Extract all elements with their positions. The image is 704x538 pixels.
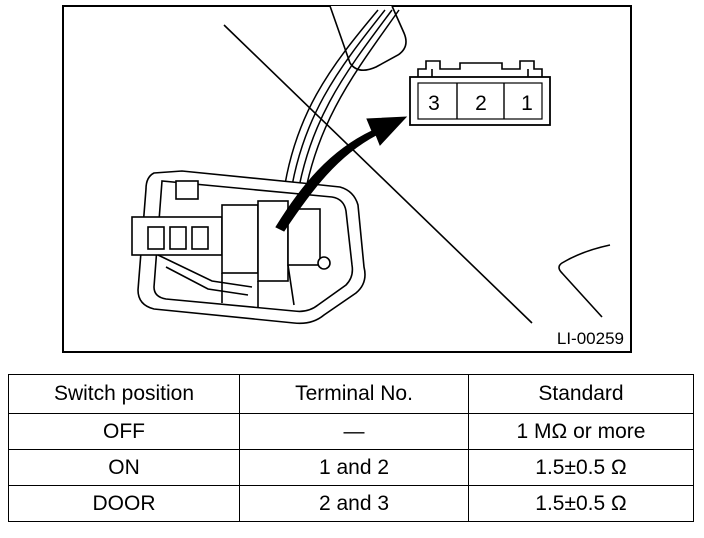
top-bracket: [329, 5, 407, 71]
header-standard: Standard: [468, 374, 694, 414]
cell-switch-position: DOOR: [8, 485, 240, 522]
wire-harness: [281, 9, 400, 206]
cell-standard: 1.5±0.5 Ω: [468, 449, 694, 486]
arrow-to-connector: [275, 116, 408, 232]
header-switch-position: Switch position: [8, 374, 240, 414]
cell-switch-position: OFF: [8, 413, 240, 450]
figure-code: LI-00259: [557, 329, 624, 348]
cell-standard: 1 MΩ or more: [468, 413, 694, 450]
switch-illustration: 3 2 1 LI-00259: [62, 5, 632, 353]
table-row: OFF — 1 MΩ or more: [8, 413, 694, 450]
header-terminal-no: Terminal No.: [239, 374, 469, 414]
table-row: DOOR 2 and 3 1.5±0.5 Ω: [8, 485, 694, 522]
cell-standard: 1.5±0.5 Ω: [468, 485, 694, 522]
cell-switch-position: ON: [8, 449, 240, 486]
door-switch-body: [131, 170, 366, 325]
cell-terminal-no: 1 and 2: [239, 449, 469, 486]
terminal-2-label: 2: [475, 92, 487, 115]
cell-terminal-no: —: [239, 413, 469, 450]
terminal-3-label: 3: [428, 92, 440, 115]
table-header-row: Switch position Terminal No. Standard: [8, 374, 694, 414]
connector-face: 3 2 1: [409, 60, 551, 126]
reference-line: [223, 24, 533, 324]
table-row: ON 1 and 2 1.5±0.5 Ω: [8, 449, 694, 486]
terminal-1-label: 1: [521, 92, 533, 115]
illustration-svg: 3 2 1 LI-00259: [62, 5, 632, 353]
cell-terminal-no: 2 and 3: [239, 485, 469, 522]
corner-curve: [558, 244, 611, 318]
switch-spec-table: Switch position Terminal No. Standard OF…: [8, 374, 694, 522]
